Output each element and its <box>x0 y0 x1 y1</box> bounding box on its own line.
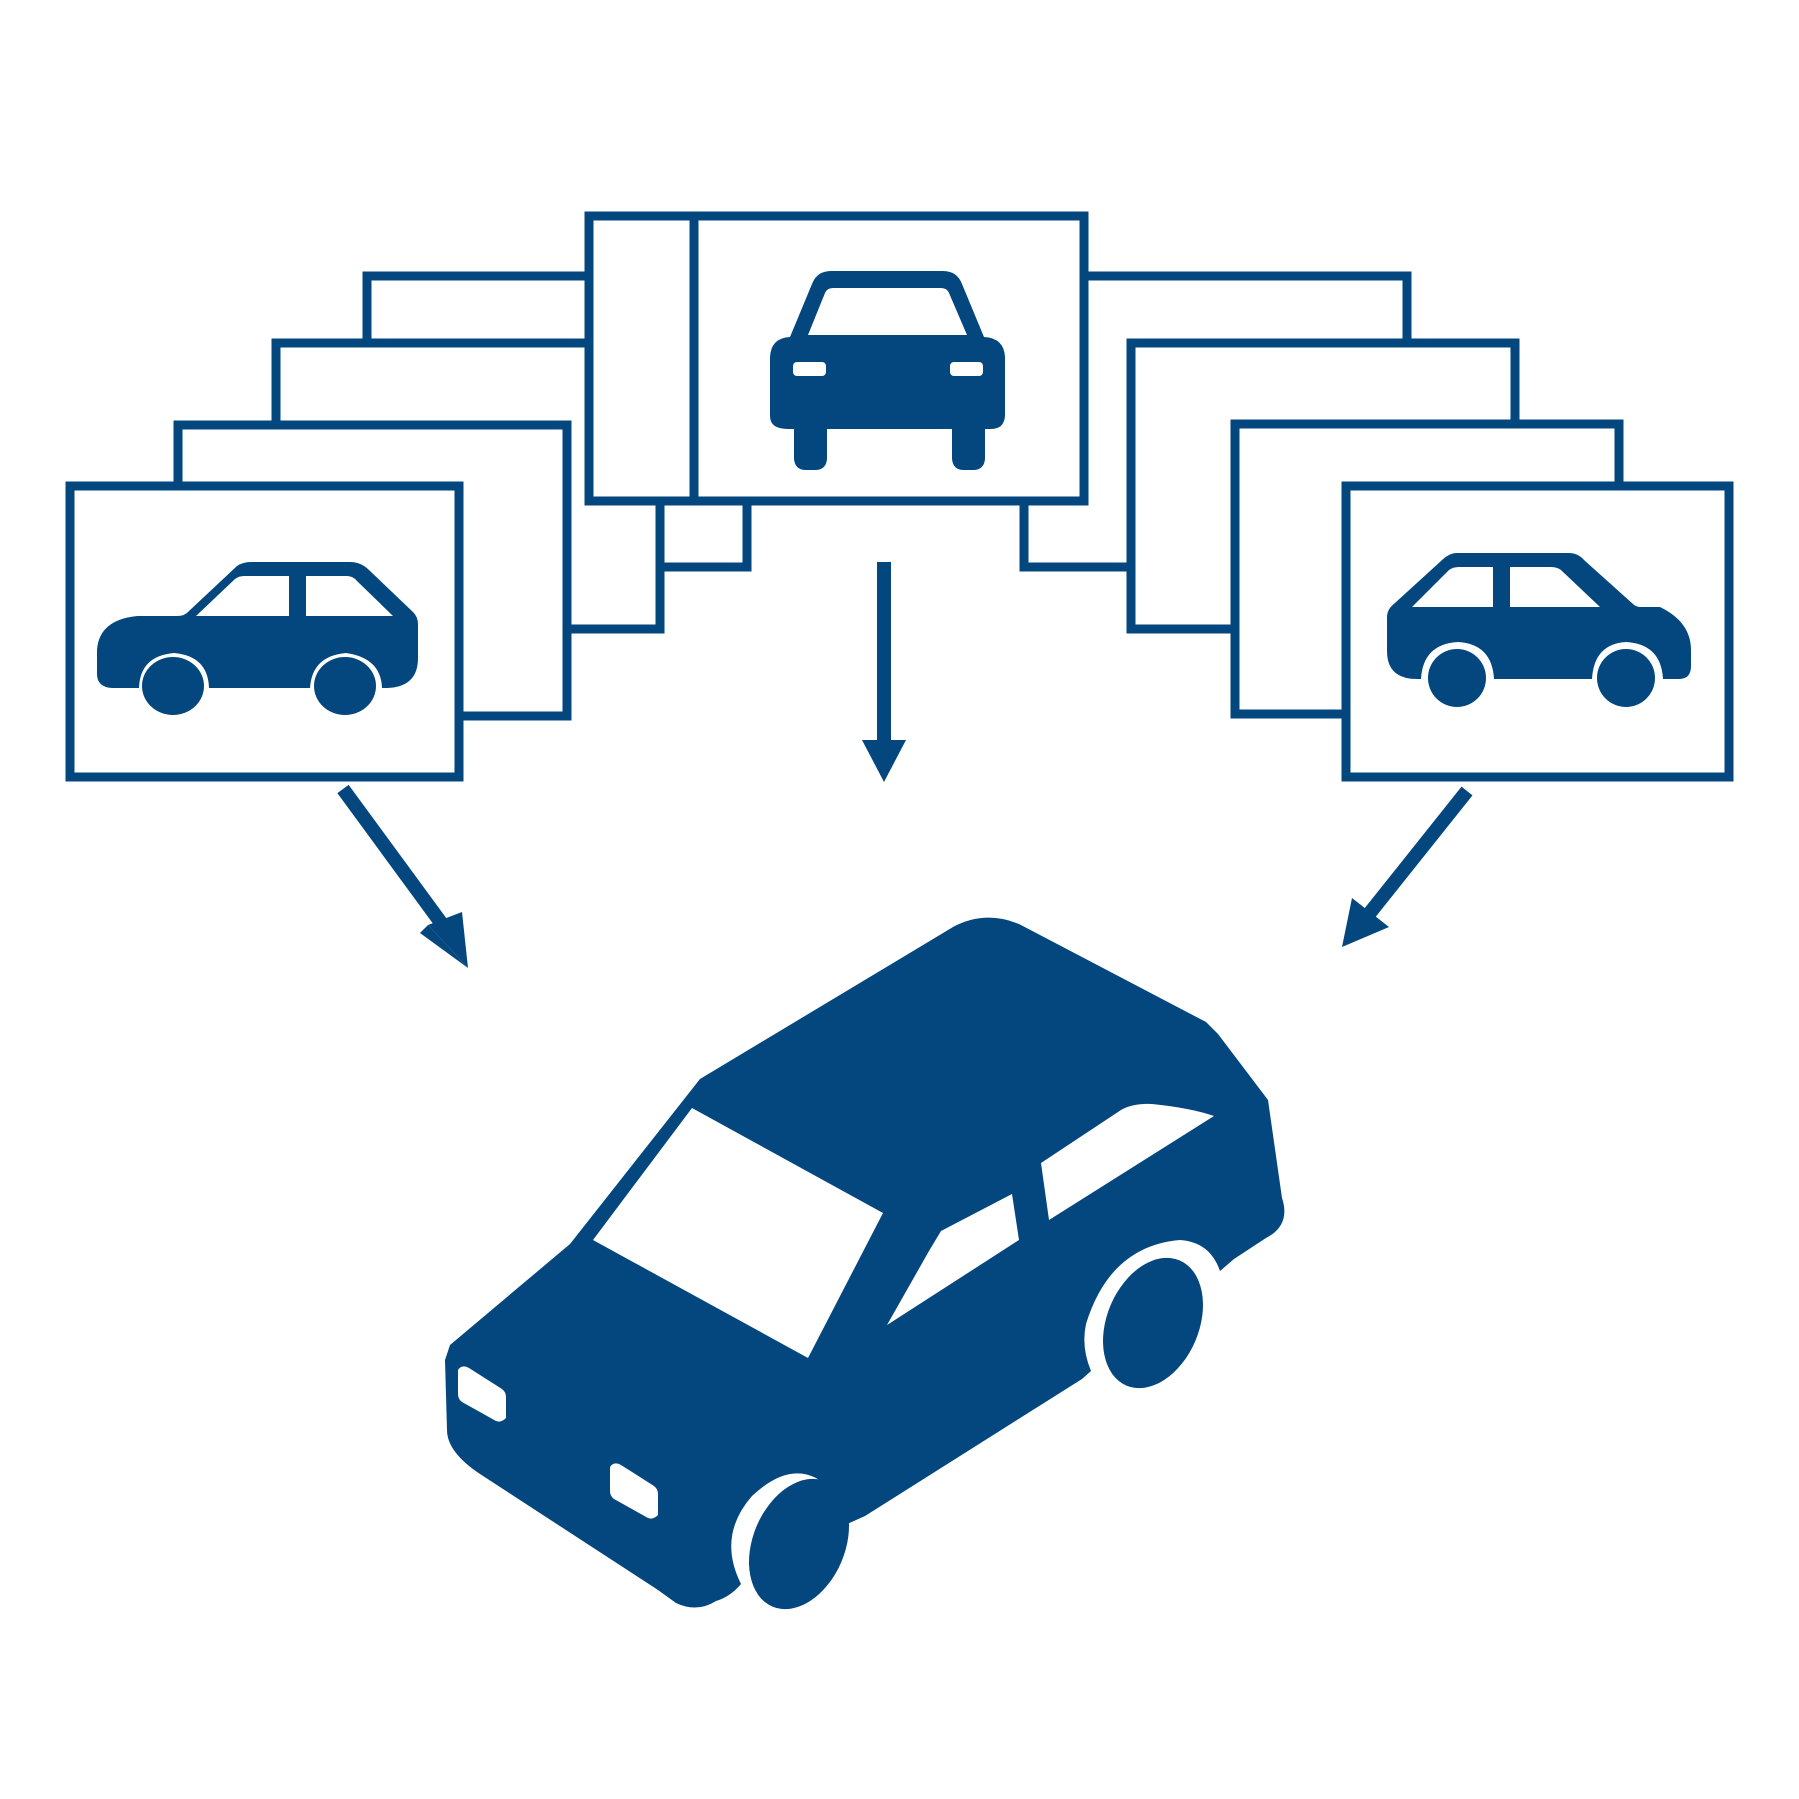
front-wheel <box>749 1478 849 1610</box>
car-side-view-icon <box>97 562 418 715</box>
car-side-view-icon <box>1387 553 1691 707</box>
car-front-view-icon <box>770 271 1005 470</box>
center-front-frame <box>689 211 1089 506</box>
arrow-center <box>862 562 906 782</box>
arrow-left <box>337 784 468 968</box>
arrow-right <box>1342 786 1473 947</box>
car-3d-model-icon <box>445 917 1285 1610</box>
rear-wheel <box>1103 1257 1203 1389</box>
left-frame-stack <box>65 271 752 782</box>
right-frame-stack <box>1019 271 1734 782</box>
